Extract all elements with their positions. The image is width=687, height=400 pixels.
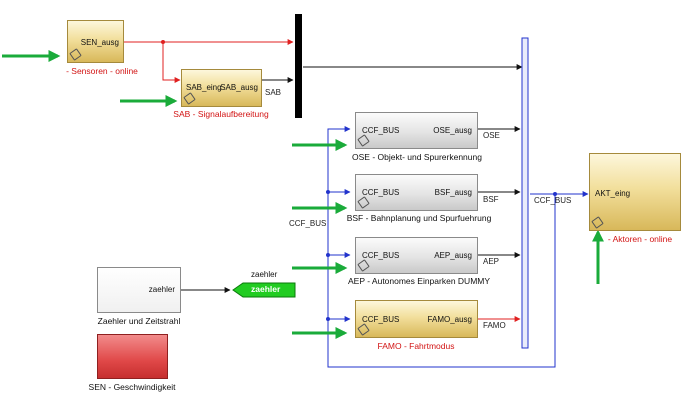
black-signal-lines [181, 64, 523, 293]
junction-ccf-1 [326, 190, 330, 194]
block-akt[interactable]: AKT_eing [589, 153, 681, 231]
caption-sensoren: - Sensoren - online [66, 66, 138, 76]
signal-label-ccf-left: CCF_BUS [289, 219, 327, 228]
signal-label-ose: OSE [483, 131, 500, 140]
line-sen-branch-to-sab [162, 42, 181, 83]
block-famo[interactable]: CCF_BUS FAMO_ausg [355, 300, 478, 338]
bus-selector-bar [521, 37, 529, 349]
line-ccf-loop [327, 126, 556, 368]
port-aep-in: CCF_BUS [362, 251, 400, 260]
signal-label-famo: FAMO [483, 321, 506, 330]
port-sab-ausg: SAB_ausg [220, 83, 258, 92]
block-sen-ausg[interactable]: SEN_ausg [67, 20, 124, 63]
link-icon [357, 259, 370, 272]
link-icon [183, 92, 196, 105]
bus-creator-bar [295, 14, 302, 118]
port-famo-out: FAMO_ausg [427, 315, 472, 324]
goto-tag-shape [232, 282, 296, 298]
signal-label-sab: SAB [265, 88, 282, 97]
junction-ccf-2 [326, 253, 330, 257]
link-icon [69, 48, 82, 61]
port-ose-in: CCF_BUS [362, 126, 400, 135]
goto-tag-name: zaehler [251, 270, 278, 279]
block-aep[interactable]: CCF_BUS AEP_ausg [355, 237, 478, 274]
link-icon [591, 216, 604, 229]
caption-ose: OSE - Objekt- und Spurerkennung [352, 152, 482, 162]
port-akt-eing: AKT_eing [595, 189, 631, 198]
signal-label-aep: AEP [483, 257, 500, 266]
red-signal-lines [124, 39, 521, 322]
block-bsf[interactable]: CCF_BUS BSF_ausg [355, 174, 478, 211]
caption-zaehler: Zaehler und Zeitstrahl [97, 316, 181, 326]
blue-bus-lines [327, 126, 589, 368]
block-zaehler[interactable]: zaehler [97, 267, 181, 313]
junction-ccf-3 [326, 317, 330, 321]
port-zaehler: zaehler [148, 285, 175, 294]
port-aep-out: AEP_ausg [434, 251, 472, 260]
port-sen-ausg: SEN_ausg [80, 38, 119, 47]
signal-label-ccf-right: CCF_BUS [534, 196, 572, 205]
junction-ccf-right [553, 192, 557, 196]
caption-sab: SAB - Signalaufbereitung [173, 109, 269, 119]
caption-bsf: BSF - Bahnplanung und Spurfuehrung [346, 213, 492, 223]
port-bsf-out: BSF_ausg [434, 188, 472, 197]
caption-sen-geschwindigkeit: SEN - Geschwindigkeit [88, 382, 176, 392]
block-sab[interactable]: SAB_eing SAB_ausg [181, 69, 262, 107]
port-ose-out: OSE_ausg [433, 126, 472, 135]
caption-famo: FAMO - Fahrtmodus [377, 341, 455, 351]
port-sab-eing: SAB_eing [186, 83, 222, 92]
junction-sen [161, 40, 165, 44]
port-famo-in: CCF_BUS [362, 315, 400, 324]
link-icon [357, 196, 370, 209]
green-arrows [2, 50, 604, 339]
port-bsf-in: CCF_BUS [362, 188, 400, 197]
block-sen-geschwindigkeit[interactable] [97, 334, 168, 379]
link-icon [357, 134, 370, 147]
goto-tag-label: zaehler [251, 284, 281, 294]
link-icon [357, 323, 370, 336]
caption-aep: AEP - Autonomes Einparken DUMMY [347, 276, 491, 286]
signal-label-bsf: BSF [483, 195, 499, 204]
caption-akt: - Aktoren - online [607, 234, 673, 244]
block-ose[interactable]: CCF_BUS OSE_ausg [355, 112, 478, 149]
